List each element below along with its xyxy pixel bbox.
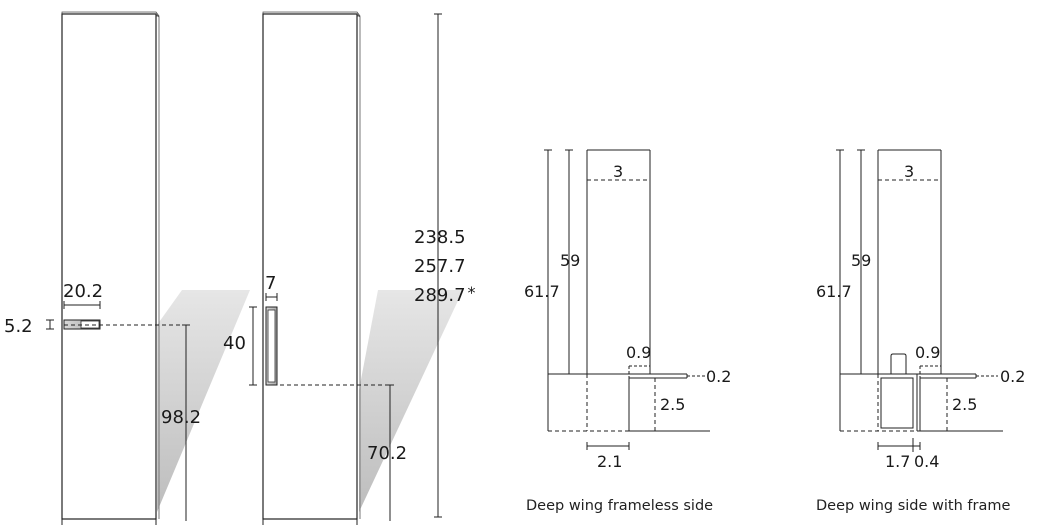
frame-inner-height-label: 59 <box>851 251 871 270</box>
frame-offset-a-label: 1.7 <box>885 452 910 471</box>
frameless-plate <box>548 373 688 379</box>
left-handle-width-label: 20.2 <box>63 281 103 302</box>
frameless-thickness-label: 0.2 <box>706 367 731 386</box>
panel-height-3: 289.7* <box>414 283 476 306</box>
frameless-inner-height-label: 59 <box>560 251 580 270</box>
frame-offset-dim <box>877 438 921 452</box>
frame-total-height-label: 61.7 <box>816 282 852 301</box>
right-handle-grip <box>267 309 276 383</box>
right-handle-floor-dim <box>386 384 394 521</box>
frameless-lip <box>628 365 650 378</box>
left-handle-floor-label: 98.2 <box>161 407 201 428</box>
frameless-inner-height-dim <box>565 149 573 374</box>
left-handle-width-dim <box>63 301 101 309</box>
panel-height-3-value: 289.7 <box>414 285 466 306</box>
frame-lip <box>919 365 941 378</box>
frame-lip-label: 0.9 <box>915 343 940 362</box>
frame-profile <box>878 353 918 431</box>
frameless-lip-label: 0.9 <box>626 343 651 362</box>
right-panel-shadow <box>359 290 463 512</box>
left-handle-height-dim <box>46 319 54 330</box>
frame-wall <box>877 149 942 374</box>
frame-offset-b-label: 0.4 <box>914 452 939 471</box>
left-panel: 20.2 5.2 98.2 <box>4 11 250 525</box>
frame-inner-height-dim <box>857 149 865 374</box>
left-handle-height-label: 5.2 <box>4 316 33 337</box>
right-panel-body <box>262 13 358 520</box>
panel-height-1: 238.5 <box>414 227 466 248</box>
frameless-wall <box>586 149 651 374</box>
overall-height-dim <box>434 13 442 518</box>
right-handle-height-dim <box>249 306 257 386</box>
frame-caption: Deep wing side with frame <box>816 498 1010 514</box>
frame-total-height-dim <box>836 149 844 431</box>
frameless-total-height-dim <box>544 149 552 431</box>
frame-plate <box>840 373 977 379</box>
right-panel: 7 40 70.2 <box>223 11 463 525</box>
frameless-width-label: 3 <box>613 162 623 181</box>
frame-step-label: 2.5 <box>952 395 977 414</box>
right-handle-height-label: 40 <box>223 333 246 354</box>
frameless-caption: Deep wing frameless side <box>526 498 713 514</box>
frameless-offset-label: 2.1 <box>597 452 622 471</box>
frameless-offset-dim <box>586 442 630 450</box>
left-handle-grip <box>80 320 100 329</box>
frameless-step-label: 2.5 <box>660 395 685 414</box>
section-frame: 3 0.2 0.9 2.5 59 <box>816 149 1025 514</box>
frame-thickness-label: 0.2 <box>1000 367 1025 386</box>
right-panel-side-edge <box>356 13 361 18</box>
left-panel-body <box>61 13 157 520</box>
left-handle-floor-dim <box>182 324 190 521</box>
section-frameless: 3 0.2 0.9 2.5 59 <box>524 149 731 514</box>
left-panel-shadow <box>157 290 250 512</box>
frame-profile-inner <box>880 377 914 429</box>
panel-height-note: * <box>468 283 476 302</box>
frame-width-label: 3 <box>904 162 914 181</box>
panel-height-2: 257.7 <box>414 256 466 277</box>
frameless-total-height-label: 61.7 <box>524 282 560 301</box>
right-handle-floor-label: 70.2 <box>367 443 407 464</box>
right-handle-width-dim <box>265 293 278 301</box>
right-handle-width-label: 7 <box>265 273 276 294</box>
frame-step <box>840 374 1003 432</box>
left-panel-side-edge <box>155 13 160 18</box>
frameless-step <box>548 374 710 432</box>
